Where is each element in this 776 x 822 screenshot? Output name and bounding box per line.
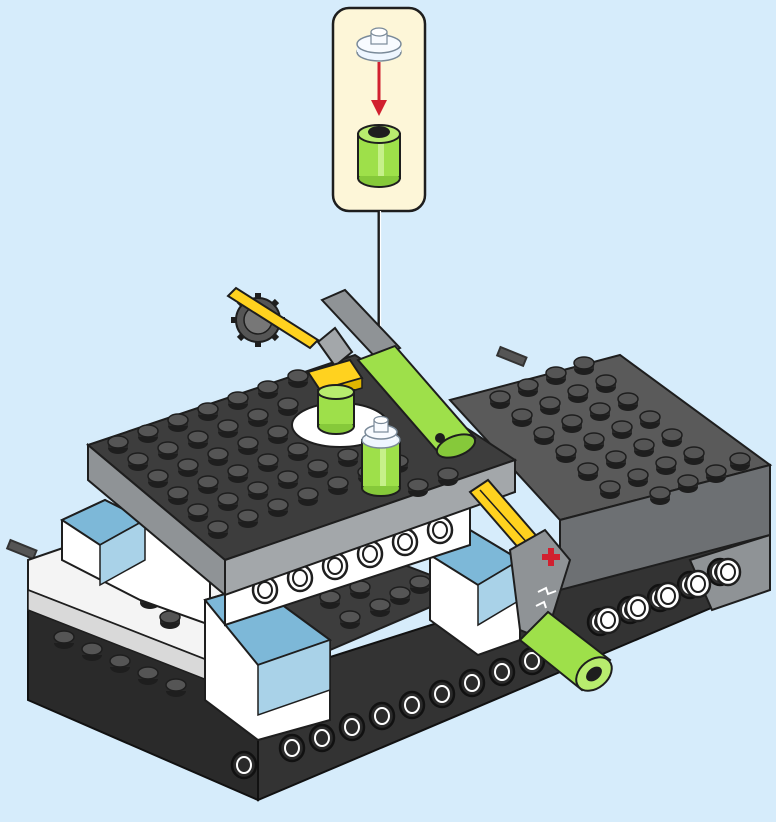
lime-round-brick-icon <box>358 125 400 187</box>
lime-round-brick <box>318 385 354 434</box>
placed-round-brick <box>362 417 400 497</box>
callout-box <box>333 8 425 211</box>
